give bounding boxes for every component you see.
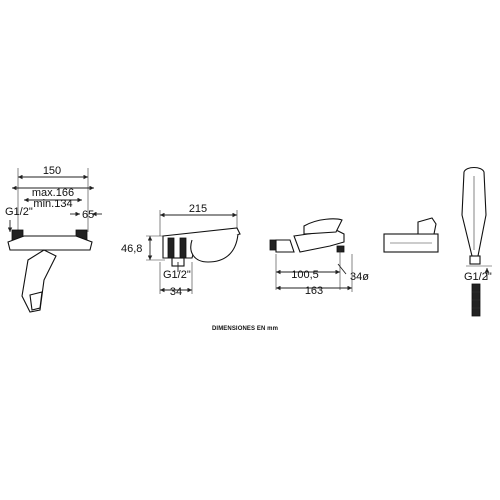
wall-bracket [383, 217, 439, 253]
shower-nut [469, 255, 481, 265]
dim-34o-label: 34ø [350, 271, 369, 283]
dim-215-label: 215 [189, 203, 207, 215]
dim-min-label: min.134 [33, 198, 72, 210]
side-connector [167, 237, 175, 259]
side-thread-label: G1/2" [163, 269, 191, 281]
spout-connector [269, 239, 277, 251]
spout-view: 100,5 34ø 163 [269, 218, 369, 297]
hand-shower: G1/2" [461, 166, 492, 317]
front-view: 150 max.166 min.134 G1/2" 65 [5, 165, 102, 313]
bracket-holder [417, 217, 437, 235]
front-thread-label: G1/2" [5, 206, 33, 218]
dim-163-label: 163 [305, 285, 323, 297]
spout-base [275, 239, 295, 253]
side-view: 215 46,8 G1/2" 34 [121, 203, 241, 298]
dim-34-label: 34 [170, 286, 182, 298]
dim-max-label: max.166 [32, 187, 74, 199]
dim-150-label: 150 [43, 165, 61, 177]
spout-outlet [336, 245, 345, 253]
shower-thread-label: G1/2" [464, 271, 492, 283]
side-connector [179, 237, 187, 259]
front-depth-label: 65 [82, 209, 94, 221]
dim-100-label: 100,5 [291, 269, 319, 281]
mixer-body [7, 235, 93, 251]
dim-46-label: 46,8 [121, 243, 142, 255]
handle-tip [29, 291, 43, 311]
diameter-leader [337, 263, 347, 275]
spout-lever [303, 218, 343, 235]
caption: DIMENSIONES EN mm [212, 326, 278, 332]
side-handle [190, 233, 239, 263]
